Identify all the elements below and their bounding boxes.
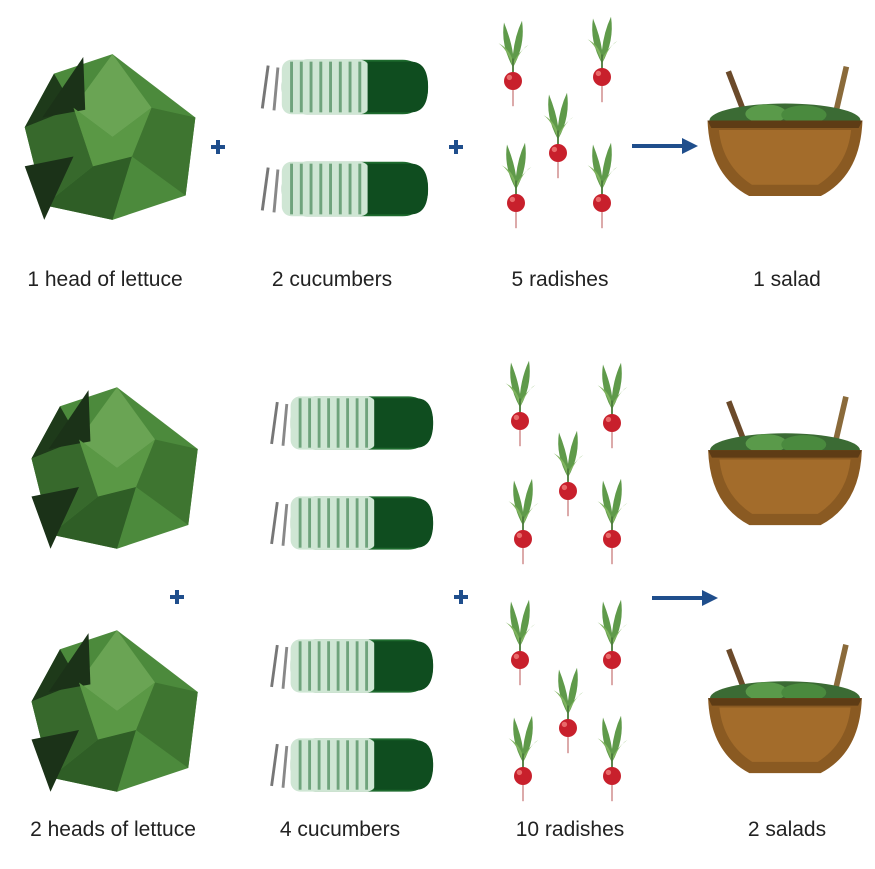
plus-icon [211, 140, 225, 154]
lettuce-icon [22, 625, 212, 797]
radish-icon [584, 140, 620, 230]
cucumbers-caption: 4 cucumbers [280, 818, 400, 842]
plus-icon [170, 590, 184, 604]
radish-icon [550, 665, 586, 755]
radish-icon [502, 358, 538, 448]
radish-icon [594, 476, 630, 566]
radish-icon [584, 14, 620, 104]
salad-bowl-icon [700, 60, 870, 215]
radishes-caption: 10 radishes [516, 818, 625, 842]
lettuce-caption: 2 heads of lettuce [30, 818, 196, 842]
radish-icon [498, 140, 534, 230]
salad-caption: 1 salad [753, 268, 821, 292]
radish-icon [550, 428, 586, 518]
plus-icon [449, 140, 463, 154]
cucumbers-caption: 2 cucumbers [272, 268, 392, 292]
cucumber-icon [245, 628, 435, 704]
arrow-right-icon [652, 587, 718, 609]
radish-icon [505, 713, 541, 803]
radish-icon [502, 597, 538, 687]
salad-bowl-icon [700, 392, 870, 542]
radish-icon [505, 476, 541, 566]
lettuce-icon [22, 382, 212, 554]
radishes-caption: 5 radishes [512, 268, 609, 292]
lettuce-icon [15, 48, 210, 226]
plus-icon [454, 590, 468, 604]
cucumber-icon [245, 385, 435, 461]
lettuce-caption: 1 head of lettuce [27, 268, 182, 292]
radish-icon [594, 713, 630, 803]
salad-bowl-icon [700, 640, 870, 790]
cucumber-icon [245, 485, 435, 561]
cucumber-icon [235, 48, 430, 126]
cucumber-icon [245, 727, 435, 803]
radish-icon [495, 18, 531, 108]
cucumber-icon [235, 150, 430, 228]
radish-icon [594, 597, 630, 687]
salad-caption: 2 salads [748, 818, 826, 842]
arrow-right-icon [632, 135, 698, 157]
radish-icon [594, 360, 630, 450]
radish-icon [540, 90, 576, 180]
